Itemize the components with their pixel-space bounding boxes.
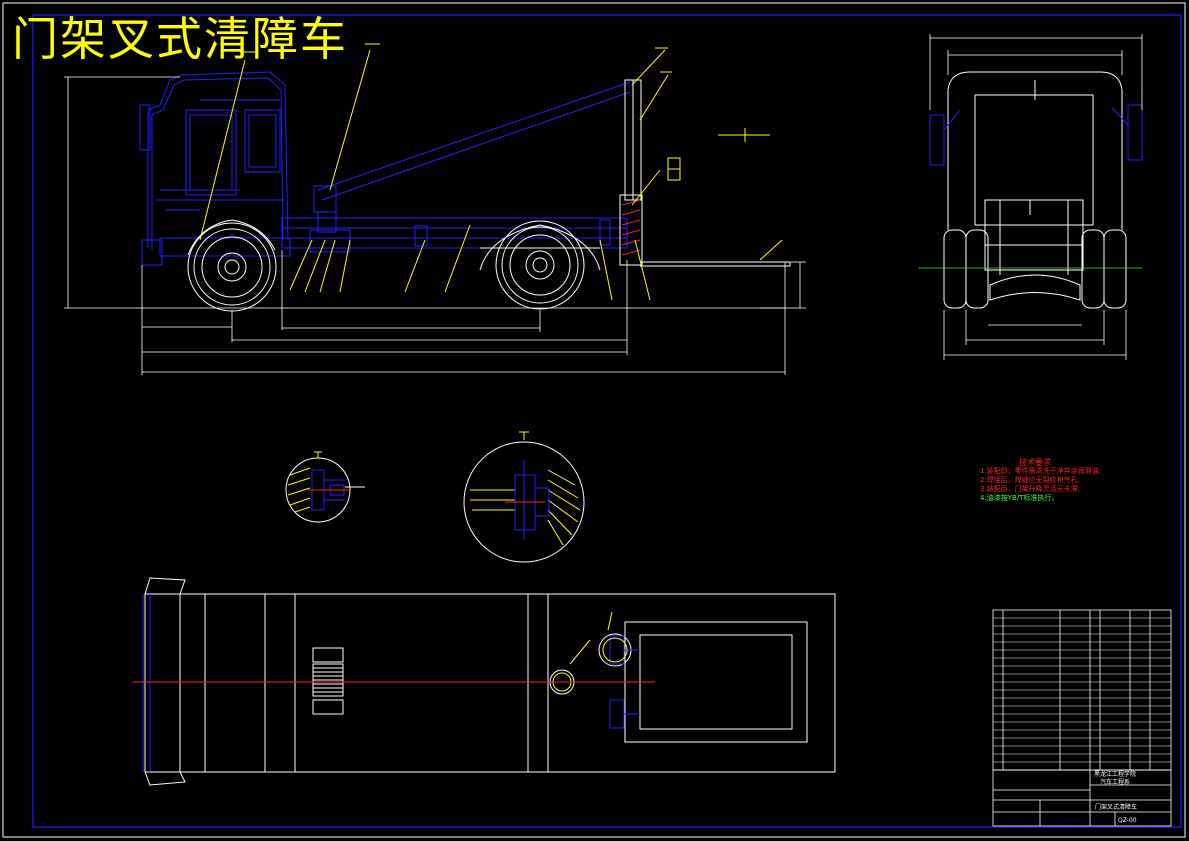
title-block-labels: 黑龙江工程学院 汽车工程系 门架叉式清障车 QZ-00 xyxy=(1094,770,1137,824)
leader-lines xyxy=(199,43,783,301)
boom-arm xyxy=(313,81,631,233)
rear-wheel xyxy=(495,220,585,310)
front-cab xyxy=(947,71,1123,275)
svg-text:黑龙江工程学院: 黑龙江工程学院 xyxy=(1094,770,1136,778)
svg-text:汽车工程系: 汽车工程系 xyxy=(1100,778,1130,786)
detail-b xyxy=(463,431,585,563)
front-view xyxy=(918,34,1143,360)
drive-shaft xyxy=(312,647,344,715)
svg-text:QZ-00: QZ-00 xyxy=(1118,817,1137,824)
tech-requirements-heading: 技术要求 xyxy=(1019,458,1051,467)
side-view xyxy=(64,43,806,375)
front-tires xyxy=(943,229,1127,309)
cab xyxy=(139,71,289,266)
technical-requirements: 技术要求 1.装配前，零件需清洗干净并涂润滑油; 2.焊接后，焊缝应无裂纹和气孔… xyxy=(980,458,1101,503)
svg-text:门架叉式清障车: 门架叉式清障车 xyxy=(1095,803,1137,811)
title-block xyxy=(992,769,1172,827)
drawing-title: 门架叉式清障车 xyxy=(12,12,348,66)
fork-platform xyxy=(640,261,791,267)
tech-requirement-1: 1.装配前，零件需清洗干净并涂润滑油; xyxy=(980,467,1102,475)
dimension-lines xyxy=(64,76,806,375)
tech-requirement-2: 2.焊接后，焊缝应无裂纹和气孔; xyxy=(980,476,1081,484)
fork-hatch xyxy=(621,199,641,256)
fenders xyxy=(187,219,601,271)
tech-requirement-4: 4.油漆按YB/T标准执行。 xyxy=(980,494,1059,502)
mast xyxy=(619,79,643,266)
front-mirrors xyxy=(929,104,1143,166)
bom-rows xyxy=(993,617,1171,763)
front-dimensions xyxy=(929,34,1143,360)
tech-requirement-3: 3.装配后，门架升降灵活无卡滞; xyxy=(980,485,1081,493)
top-view xyxy=(133,577,836,786)
detail-a xyxy=(285,451,365,523)
